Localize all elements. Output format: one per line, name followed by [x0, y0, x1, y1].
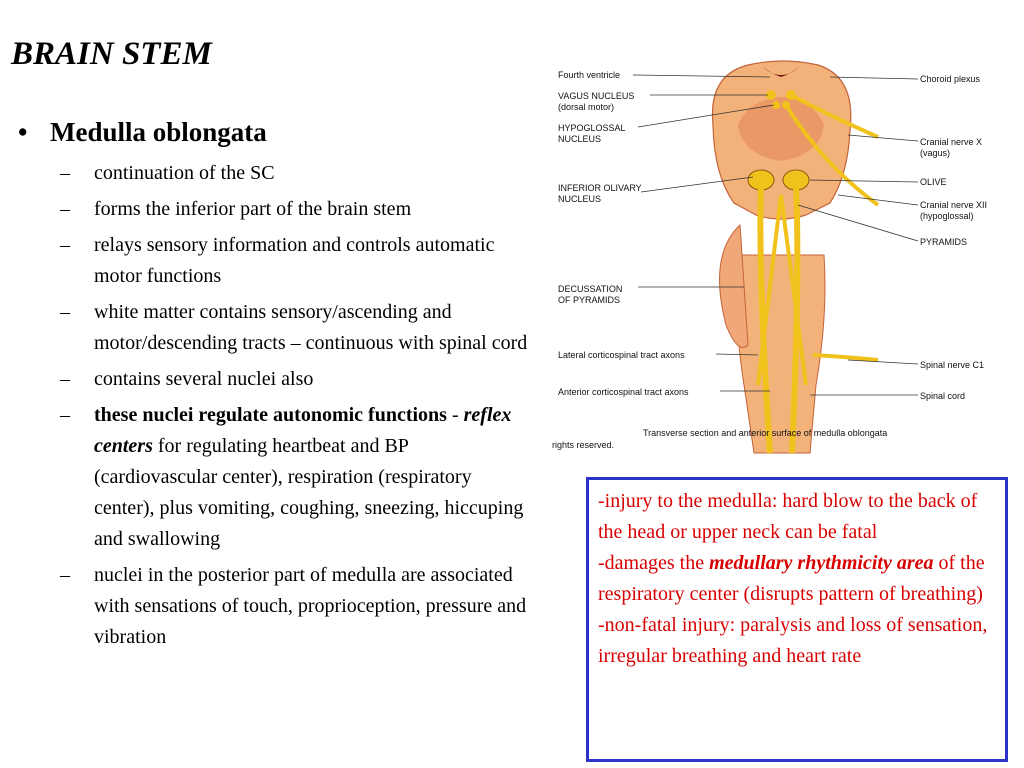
callout-damage-prefix: -damages the	[598, 552, 710, 574]
grey-matter-shape	[738, 97, 824, 161]
tract-shape	[789, 184, 801, 454]
lower-lobe-shape	[719, 223, 749, 348]
sub-bullet-text: forms the inferior part of the brain ste…	[94, 198, 412, 220]
label-hypoglossal-sub: NUCLEUS	[558, 134, 601, 144]
label-anterior-axons: Anterior corticospinal tract axons	[558, 387, 689, 397]
label-hypoglossal: HYPOGLOSSAL	[558, 123, 626, 133]
vagus-nerve-shape	[790, 93, 879, 139]
sub-bullet-text: for regulating heartbeat and BP (cardiov…	[94, 435, 524, 550]
label-pyramids: PYRAMIDS	[920, 237, 967, 247]
label-vagus-nucleus: VAGUS NUCLEUS	[558, 91, 634, 101]
sub-bullet: – relays sensory information and controls…	[60, 230, 530, 292]
medulla-figure: Fourth ventricle VAGUS NUCLEUS (dorsal m…	[548, 55, 1024, 455]
sub-bullet-text: continuation of the SC	[94, 162, 275, 184]
label-spinal-cord: Spinal cord	[920, 391, 965, 401]
sub-bullet-list: – continuation of the SC – forms the infer…	[60, 158, 530, 658]
callout-line-damage: -damages the medullary rhythmicity area …	[598, 548, 997, 610]
label-inferior-olivary-sub: NUCLEUS	[558, 194, 601, 204]
hypoglossal-nucleus-shape	[772, 101, 780, 109]
sub-bullet: – white matter contains sensory/ascending…	[60, 297, 530, 359]
dash-marker: –	[60, 564, 70, 586]
sub-bullet-sep: -	[446, 404, 464, 426]
sub-bullet: – contains several nuclei also	[60, 364, 530, 395]
dash-marker: –	[60, 162, 70, 184]
sub-bullet-text: contains several nuclei also	[94, 368, 314, 390]
callout-damage-suffix: of the respiratory center (disrupts patt…	[598, 552, 985, 605]
label-fourth-ventricle: Fourth ventricle	[558, 70, 620, 80]
sub-bullet-emphasis: reflex centers	[94, 404, 512, 457]
figure-caption: Transverse section and anterior surface …	[643, 428, 887, 438]
label-decussation: DECUSSATION	[558, 284, 622, 294]
bullet-marker: •	[18, 117, 28, 147]
dash-marker: –	[60, 198, 70, 220]
label-choroid-plexus: Choroid plexus	[920, 74, 981, 84]
label-decussation-sub: OF PYRAMIDS	[558, 295, 620, 305]
label-cranial-nerve-xii: Cranial nerve XII	[920, 200, 987, 210]
label-lateral-axons: Lateral corticospinal tract axons	[558, 350, 685, 360]
tract-shape	[756, 194, 783, 386]
label-inferior-olivary: INFERIOR OLIVARY	[558, 183, 642, 193]
label-olive: OLIVE	[920, 177, 947, 187]
label-spinal-nerve-c1: Spinal nerve C1	[920, 360, 984, 370]
medulla-illustration: Fourth ventricle VAGUS NUCLEUS (dorsal m…	[552, 60, 987, 454]
label-cranial-nerve-xii-sub: (hypoglossal)	[920, 211, 974, 221]
sub-bullet: – these nuclei regulate autonomic functio…	[60, 400, 530, 555]
injury-callout-box: -injury to the medulla: hard blow to the…	[586, 477, 1008, 762]
callout-line-nonfatal: -non-fatal injury: paralysis and loss of…	[598, 614, 988, 667]
sub-bullet-text: nuclei in the posterior part of medulla …	[94, 564, 527, 648]
dash-marker: –	[60, 234, 70, 256]
vagus-nucleus-shape	[766, 90, 776, 100]
sub-bullet: – forms the inferior part of the brain st…	[60, 194, 530, 225]
sub-bullet-text: white matter contains sensory/ascending …	[94, 301, 528, 354]
sub-bullet-text: relays sensory information and controls …	[94, 234, 495, 287]
main-bullet-text: Medulla oblongata	[50, 117, 267, 147]
dash-marker: –	[60, 368, 70, 390]
dash-marker: –	[60, 404, 70, 426]
spinal-cord-shape	[735, 254, 826, 454]
slide-title: BRAIN STEM	[11, 36, 212, 72]
label-cranial-nerve-x-sub: (vagus)	[920, 148, 950, 158]
sub-bullet-bold: these nuclei regulate autonomic function…	[94, 404, 447, 426]
sub-bullet: – continuation of the SC	[60, 158, 530, 189]
callout-line-injury: -injury to the medulla: hard blow to the…	[598, 490, 978, 543]
dash-marker: –	[60, 301, 70, 323]
sub-bullet: – nuclei in the posterior part of medulla…	[60, 560, 530, 653]
leader-lines	[632, 74, 919, 396]
label-cranial-nerve-x: Cranial nerve X	[920, 137, 982, 147]
fourth-ventricle-shape	[763, 67, 799, 77]
label-vagus-nucleus-sub: (dorsal motor)	[558, 102, 614, 112]
tract-shape	[779, 194, 808, 386]
main-bullet: • Medulla oblongata	[18, 114, 267, 150]
tract-shape	[757, 184, 773, 454]
spinal-nerve-shape	[812, 353, 879, 362]
figure-rights: rights reserved.	[552, 440, 614, 450]
callout-emphasis: medullary rhythmicity area	[709, 552, 934, 574]
hypoglossal-nerve-shape	[784, 103, 880, 207]
